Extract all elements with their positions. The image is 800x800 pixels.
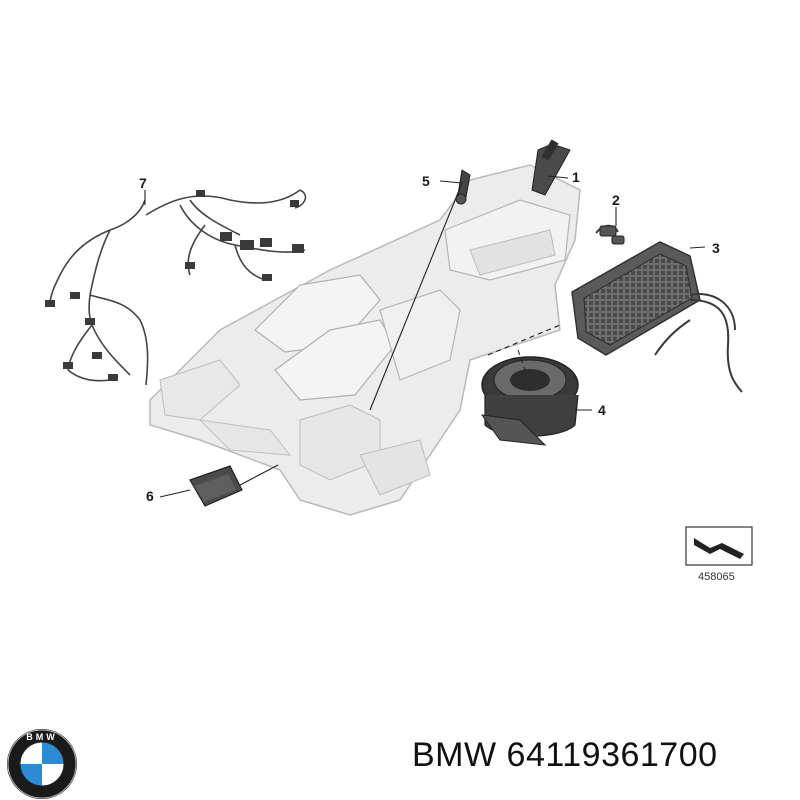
harness-connectors	[45, 190, 304, 381]
part-1-sensor[interactable]	[531, 139, 571, 196]
part-number: 64119361700	[506, 736, 718, 774]
callout-2: 2	[612, 192, 620, 208]
part-4-blower-motor[interactable]	[480, 356, 579, 446]
leader-lines	[144, 175, 706, 498]
callout-5: 5	[422, 173, 430, 189]
bmw-logo: BMW	[7, 729, 77, 799]
reference-symbol	[685, 526, 753, 566]
callout-7: 7	[139, 175, 147, 191]
part-3-filter-panel[interactable]	[571, 241, 743, 393]
svg-text:BMW: BMW	[26, 732, 58, 742]
part-6-control-module[interactable]	[189, 465, 243, 507]
callout-6: 6	[146, 488, 154, 504]
callout-1: 1	[572, 169, 580, 185]
part-7-wiring-harness[interactable]	[49, 189, 307, 386]
callout-3: 3	[712, 240, 720, 256]
hvac-housing	[149, 164, 581, 516]
brand-name: BMW	[412, 736, 497, 774]
callout-4: 4	[598, 402, 606, 418]
part-caption: BMW 64119361700	[412, 736, 718, 775]
part-2-sensor-lead[interactable]	[595, 224, 625, 245]
reference-number: 458065	[698, 571, 735, 583]
